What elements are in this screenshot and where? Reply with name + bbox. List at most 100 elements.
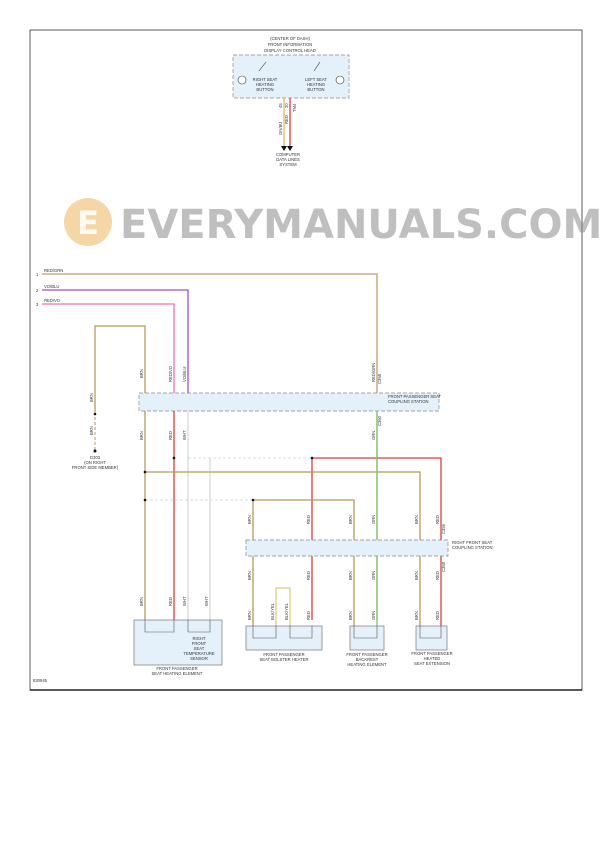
wire-label: BRN	[89, 426, 94, 435]
component-name: SEAT EXTENSION	[414, 661, 450, 666]
wire-label: VO/BLU	[44, 284, 59, 289]
wire-label: RED	[168, 431, 173, 440]
circuit-label: C360	[377, 415, 382, 426]
sensor-label: SEAT	[194, 646, 205, 651]
component-name: BACKREST	[356, 657, 379, 662]
circuit-label: C356	[441, 523, 446, 534]
watermark-text: EVERYMANUALS.COM	[120, 202, 602, 248]
wire-label: BRN	[414, 571, 419, 580]
component-name: HEATED	[424, 656, 441, 661]
watermark-logo-letter: E	[77, 204, 99, 242]
wire-label: BRN	[247, 571, 252, 580]
wire-number: 3	[36, 302, 39, 307]
ground-location: FRONT SIDE MEMBER)	[72, 465, 119, 470]
wire-label: BRN	[348, 515, 353, 524]
wire-label: RED	[435, 571, 440, 580]
wire-label: GRN	[371, 571, 376, 580]
internal-wires: BRN RED WHT WHT	[139, 411, 442, 626]
circuit-label: C358	[441, 561, 446, 572]
coupling-station-1: FRONT PASSENGER SEAT COUPLING STATION BR…	[138, 363, 441, 440]
circuit-label: C358	[377, 373, 382, 384]
component-name: FRONT PASSENGER	[156, 666, 197, 671]
component-name: FRONT PASSENGER	[411, 651, 452, 656]
wire-label: BRN	[348, 611, 353, 620]
sensor-label: SENSOR	[190, 656, 208, 661]
pin-label: 20	[284, 103, 289, 108]
component-name: HEATING ELEMENT	[347, 662, 387, 667]
wire-label: BRN	[348, 571, 353, 580]
wire-label: BRN	[89, 393, 94, 402]
right-button-label: HEATING	[256, 82, 274, 87]
coupling-station-2: RIGHT FRONT SEAT COUPLING STATION BRN RE…	[245, 515, 493, 580]
ground-icon	[93, 449, 97, 453]
wire-label: BRN	[139, 369, 144, 378]
module-title: (CENTER OF DASH)	[270, 36, 310, 41]
wire-label: BRN	[139, 431, 144, 440]
heater-icon	[419, 626, 442, 639]
wire-label: GRN	[371, 515, 376, 524]
wire-label: GRN	[371, 431, 376, 440]
arrow-icon	[281, 146, 287, 151]
wire-label: BRN	[247, 611, 252, 620]
wire-number: 2	[36, 288, 39, 293]
destination-label: SYSTEM	[279, 162, 297, 167]
coupling-name: FRONT PASSENGER SEAT	[388, 394, 441, 399]
wire-label: WHT	[182, 430, 187, 440]
seat-heat-icon	[237, 75, 247, 85]
module-title: FRONT INFORMATION	[268, 42, 313, 47]
heater-icon	[144, 620, 175, 633]
heater-icon	[353, 626, 378, 639]
diagram-frame	[29, 29, 583, 691]
wire-label: VO/BLU	[182, 367, 187, 382]
wire-label: RED	[168, 597, 173, 606]
component-name: FRONT PASSENGER	[263, 652, 304, 657]
wire-label: RED/GRN	[44, 268, 63, 273]
left-button-label: BUTTON	[307, 87, 324, 92]
wire-label: BLK/YEL	[284, 602, 289, 620]
wire-label: WHT	[182, 596, 187, 606]
wire-label: WHT	[204, 596, 209, 606]
switch-icon	[258, 61, 267, 72]
wire-label: RED	[306, 571, 311, 580]
input-wires: 1 RED/GRN 2 VO/BLU 3 RED/VO	[36, 268, 378, 620]
wire-label: RED	[284, 115, 289, 124]
watermark-logo-icon	[64, 198, 112, 246]
right-button-label: BUTTON	[256, 87, 273, 92]
figure-id: 830945	[33, 678, 48, 683]
wire-number: 1	[36, 272, 39, 277]
seat-heating-element: RIGHT FRONT SEAT TEMPERATURE SENSOR FRON…	[133, 619, 223, 676]
destination-label: COMPUTER	[276, 152, 300, 157]
coupling-name: COUPLING STATION	[452, 545, 493, 550]
sensor-icon	[187, 620, 211, 633]
ground-id: G303	[90, 455, 101, 460]
sensor-label: RIGHT	[192, 636, 205, 641]
component-name: FRONT PASSENGER	[346, 652, 387, 657]
sensor-label: FRONT	[192, 641, 207, 646]
coupling-name: RIGHT FRONT SEAT	[452, 540, 493, 545]
right-button-label: RIGHT SEAT	[253, 77, 278, 82]
wire-label: RED	[306, 611, 311, 620]
wire-label: RED	[306, 515, 311, 524]
switch-icon	[313, 61, 321, 72]
wire-label: RED/VO	[168, 365, 173, 382]
ground-g303: BRN BRN G303 (ON RIGHT FRONT SIDE MEMBER…	[72, 325, 146, 470]
wire-label: GN/BU	[278, 122, 283, 135]
module-title: DISPLAY CONTROL HEAD	[264, 48, 316, 53]
sensor-label: TEMPERATURE	[183, 651, 215, 656]
seat-bolster-heater: BRN BLK/YEL BLK/YEL RED FRONT PASSENGER …	[245, 587, 323, 662]
watermark: E EVERYMANUALS.COM	[64, 198, 602, 248]
heated-seat-extension: BRN RED FRONT PASSENGER HEATED SEAT EXTE…	[411, 611, 452, 666]
heater-icon	[289, 626, 313, 639]
destination-label: DATA LINES	[276, 157, 300, 162]
backrest-heating-element: BRN GRN FRONT PASSENGER BACKREST HEATING…	[346, 611, 387, 667]
left-button-label: HEATING	[307, 82, 325, 87]
seat-heat-icon	[335, 75, 345, 85]
component-name: SEAT HEATING ELEMENT	[152, 671, 203, 676]
component-name: SEAT BOLSTER HEATER	[259, 657, 308, 662]
wire-label: BRN	[414, 611, 419, 620]
coupling-name: COUPLING STATION	[388, 399, 429, 404]
wire-label: BRN	[247, 515, 252, 524]
display-control-head: (CENTER OF DASH) FRONT INFORMATION DISPL…	[232, 36, 350, 167]
wire-label: BLK/YEL	[270, 602, 275, 620]
